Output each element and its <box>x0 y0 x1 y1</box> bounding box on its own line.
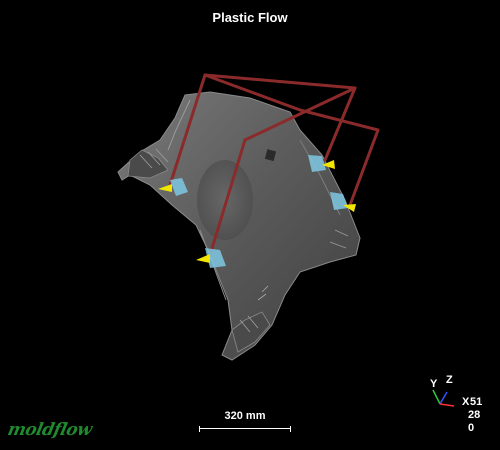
injection-cone-icon <box>343 204 356 212</box>
rotation-x-value: 51 <box>470 396 483 408</box>
plot-title: Plastic Flow <box>212 10 288 25</box>
moldflow-logo: moldflow <box>5 420 94 440</box>
injection-location-icons[interactable] <box>158 160 356 263</box>
axes-icon <box>432 389 455 407</box>
scale-bar: 320 mm <box>199 410 291 434</box>
coordinate-triad-icon[interactable]: Y Z X <box>424 372 484 442</box>
scale-line <box>199 426 291 432</box>
z-axis-label: Z <box>446 374 453 386</box>
runner-system[interactable] <box>168 73 380 257</box>
injection-cone-icon <box>158 184 172 192</box>
scale-label: 320 mm <box>224 410 266 422</box>
gate-regions <box>170 155 348 268</box>
y-axis-label: Y <box>430 378 438 390</box>
x-axis-label: X <box>462 396 470 408</box>
injection-cone-icon <box>196 254 210 263</box>
view-rotation-readout: 51 28 0 <box>461 396 482 435</box>
molded-part[interactable] <box>117 91 361 361</box>
rotation-z-value: 0 <box>468 422 475 434</box>
rotation-y-value: 28 <box>468 409 481 421</box>
injection-cone-icon <box>322 160 335 169</box>
